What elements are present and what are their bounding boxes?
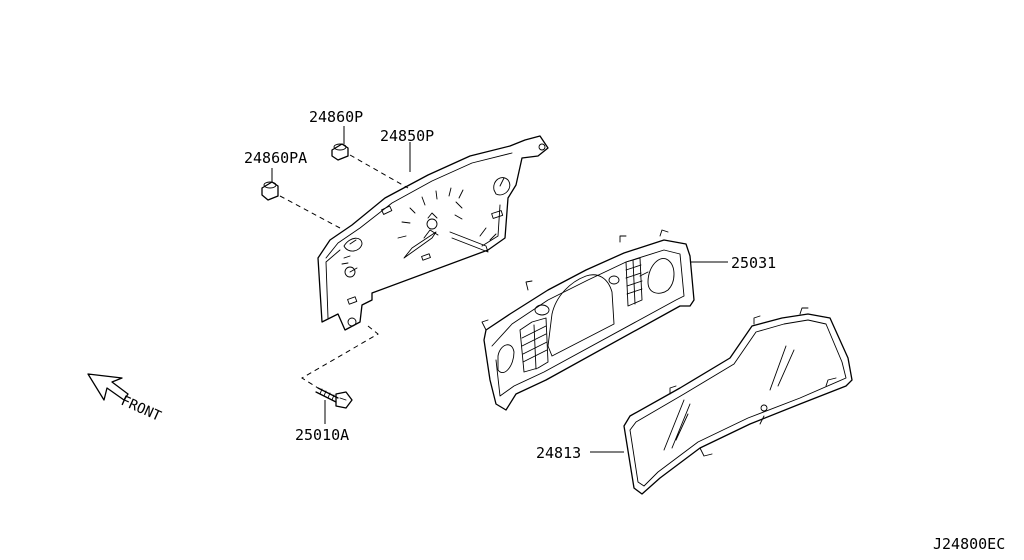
label-24860pa: 24860PA (244, 149, 307, 167)
screw-25010a[interactable] (315, 387, 353, 409)
cluster-case[interactable] (481, 229, 695, 411)
label-24813: 24813 (536, 444, 581, 462)
label-25010a: 25010A (295, 426, 349, 444)
bulb-a-install-line (349, 154, 409, 189)
screw-install-line (301, 325, 379, 389)
meter-housing[interactable] (317, 135, 549, 331)
bulb-24860p[interactable] (331, 143, 349, 161)
front-arrow-icon (87, 373, 129, 401)
bulb-b-install-line (279, 195, 341, 229)
diagram-code: J24800EC (933, 535, 1005, 553)
cover-glass[interactable] (623, 307, 853, 495)
label-24860p: 24860P (309, 108, 363, 126)
front-label: FRONT (118, 393, 164, 425)
label-24850p: 24850P (380, 127, 434, 145)
bulb-24860pa[interactable] (261, 181, 279, 201)
label-25031: 25031 (731, 254, 776, 272)
